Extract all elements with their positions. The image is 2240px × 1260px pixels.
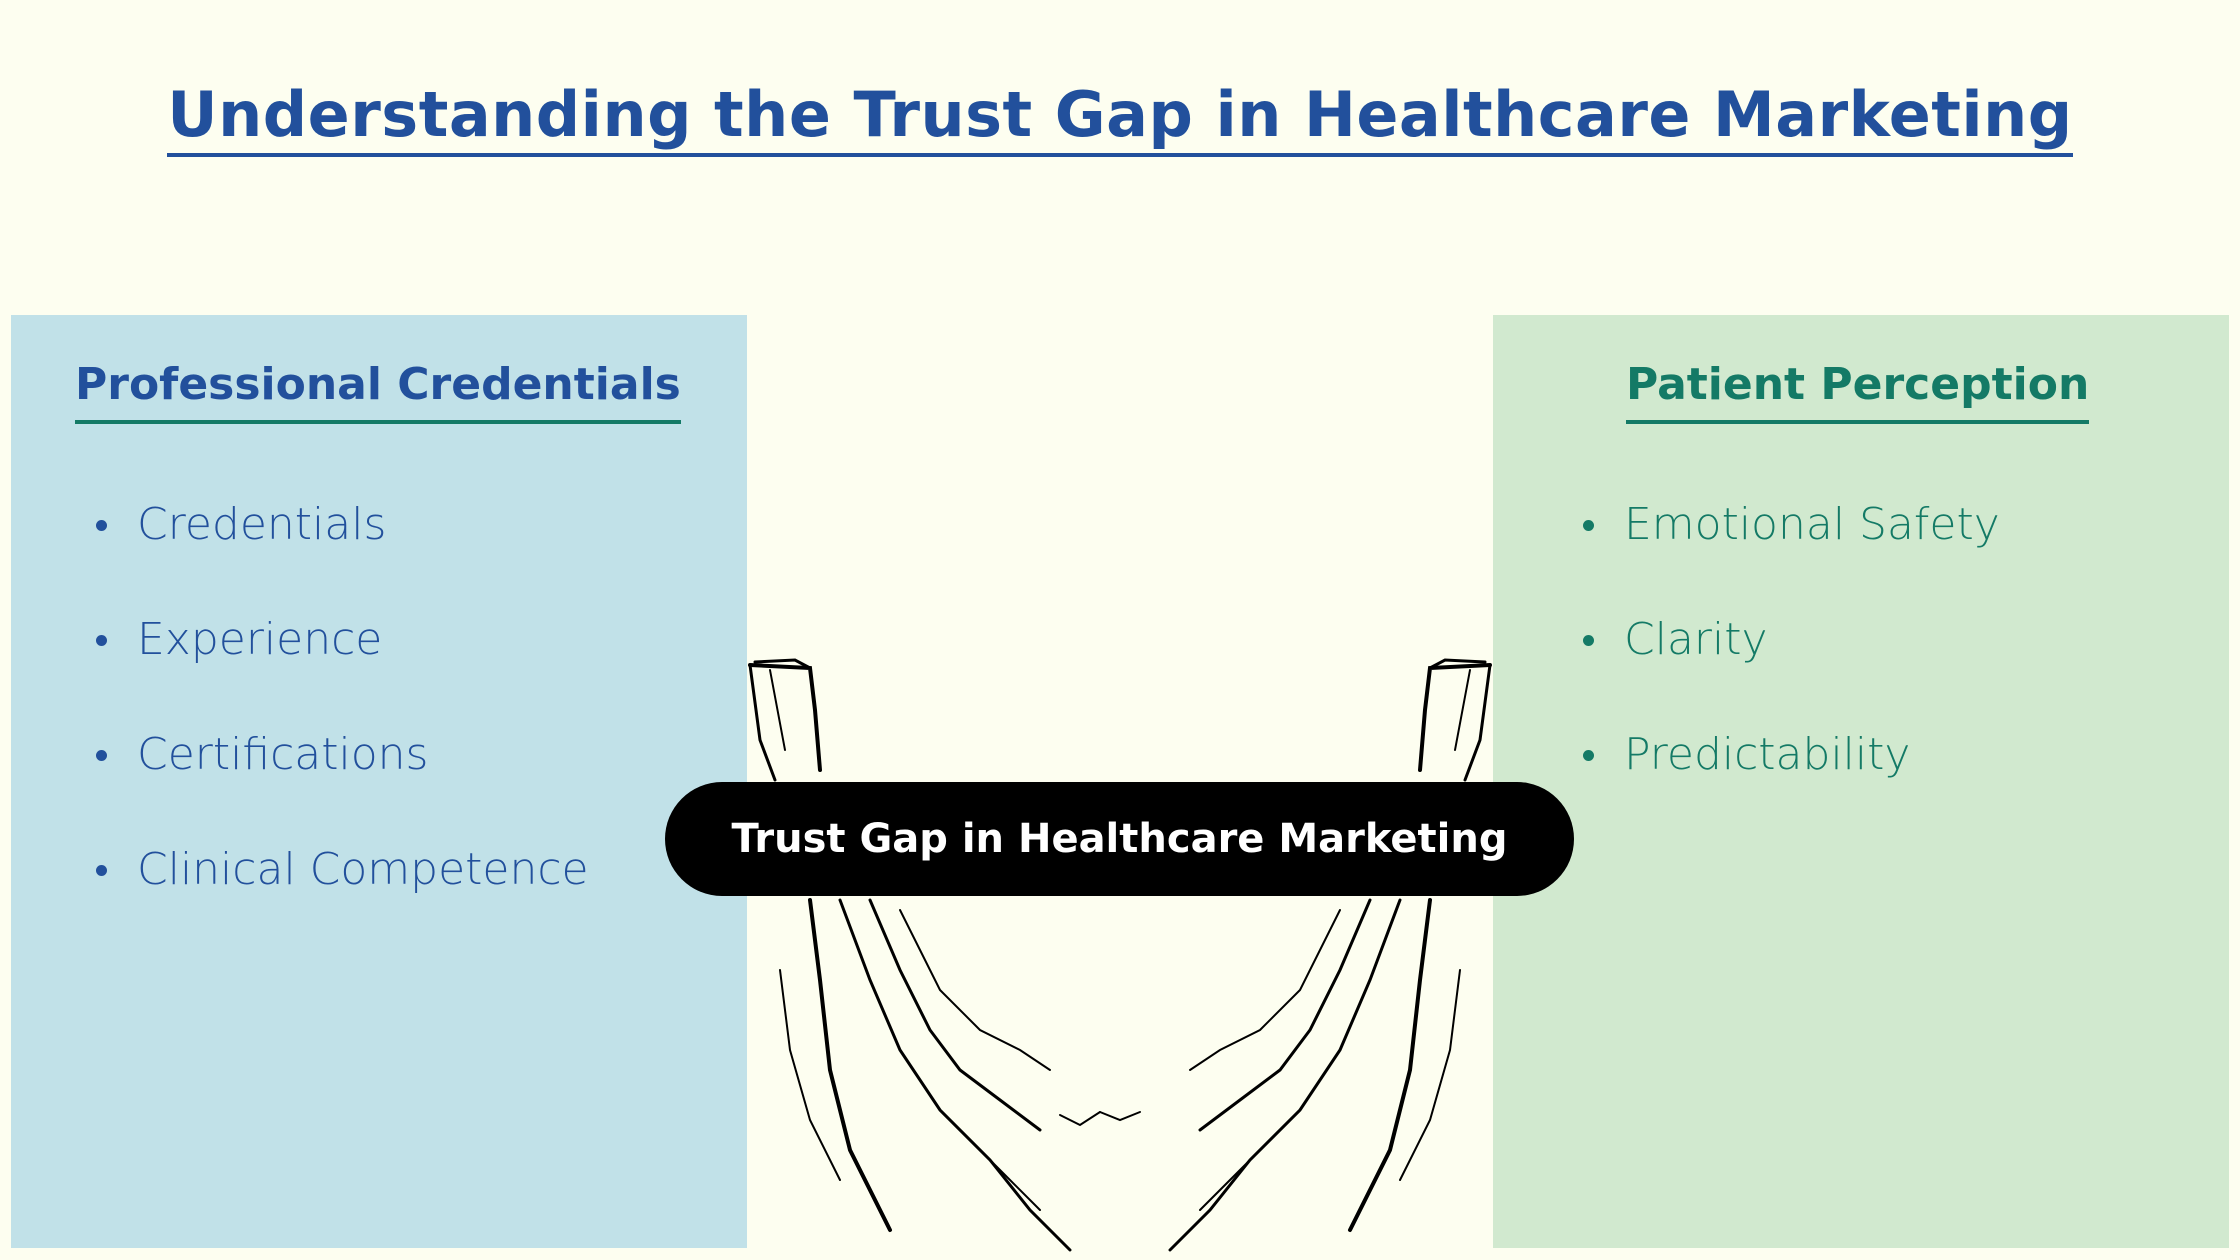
bullet-icon [96, 519, 107, 531]
list-item: Emotional Safety [1583, 495, 2000, 555]
list-item: Certifications [96, 725, 589, 785]
list-item: Experience [96, 610, 589, 670]
bullet-icon [96, 749, 107, 761]
bullet-icon [1583, 749, 1594, 761]
bullet-icon [96, 634, 107, 646]
bullet-icon [1583, 519, 1594, 531]
list-item: Clarity [1583, 610, 2000, 670]
professional-credentials-panel: Professional Credentials Credentials Exp… [11, 315, 747, 1248]
bullet-icon [1583, 634, 1594, 646]
list-item: Credentials [96, 495, 589, 555]
list-item: Predictability [1583, 725, 2000, 785]
bullet-icon [96, 864, 107, 876]
panel-heading: Professional Credentials [75, 359, 681, 424]
perception-list: Emotional Safety Clarity Predictability [1583, 495, 2000, 840]
patient-perception-panel: Patient Perception Emotional Safety Clar… [1493, 315, 2229, 1248]
list-item: Clinical Competence [96, 840, 589, 900]
page-title: Understanding the Trust Gap in Healthcar… [0, 78, 2240, 157]
credentials-list: Credentials Experience Certifications Cl… [96, 495, 589, 955]
canyon-illustration-icon [748, 658, 1492, 1252]
trust-gap-label: Trust Gap in Healthcare Marketing [665, 782, 1574, 896]
panel-heading: Patient Perception [1626, 359, 2090, 424]
